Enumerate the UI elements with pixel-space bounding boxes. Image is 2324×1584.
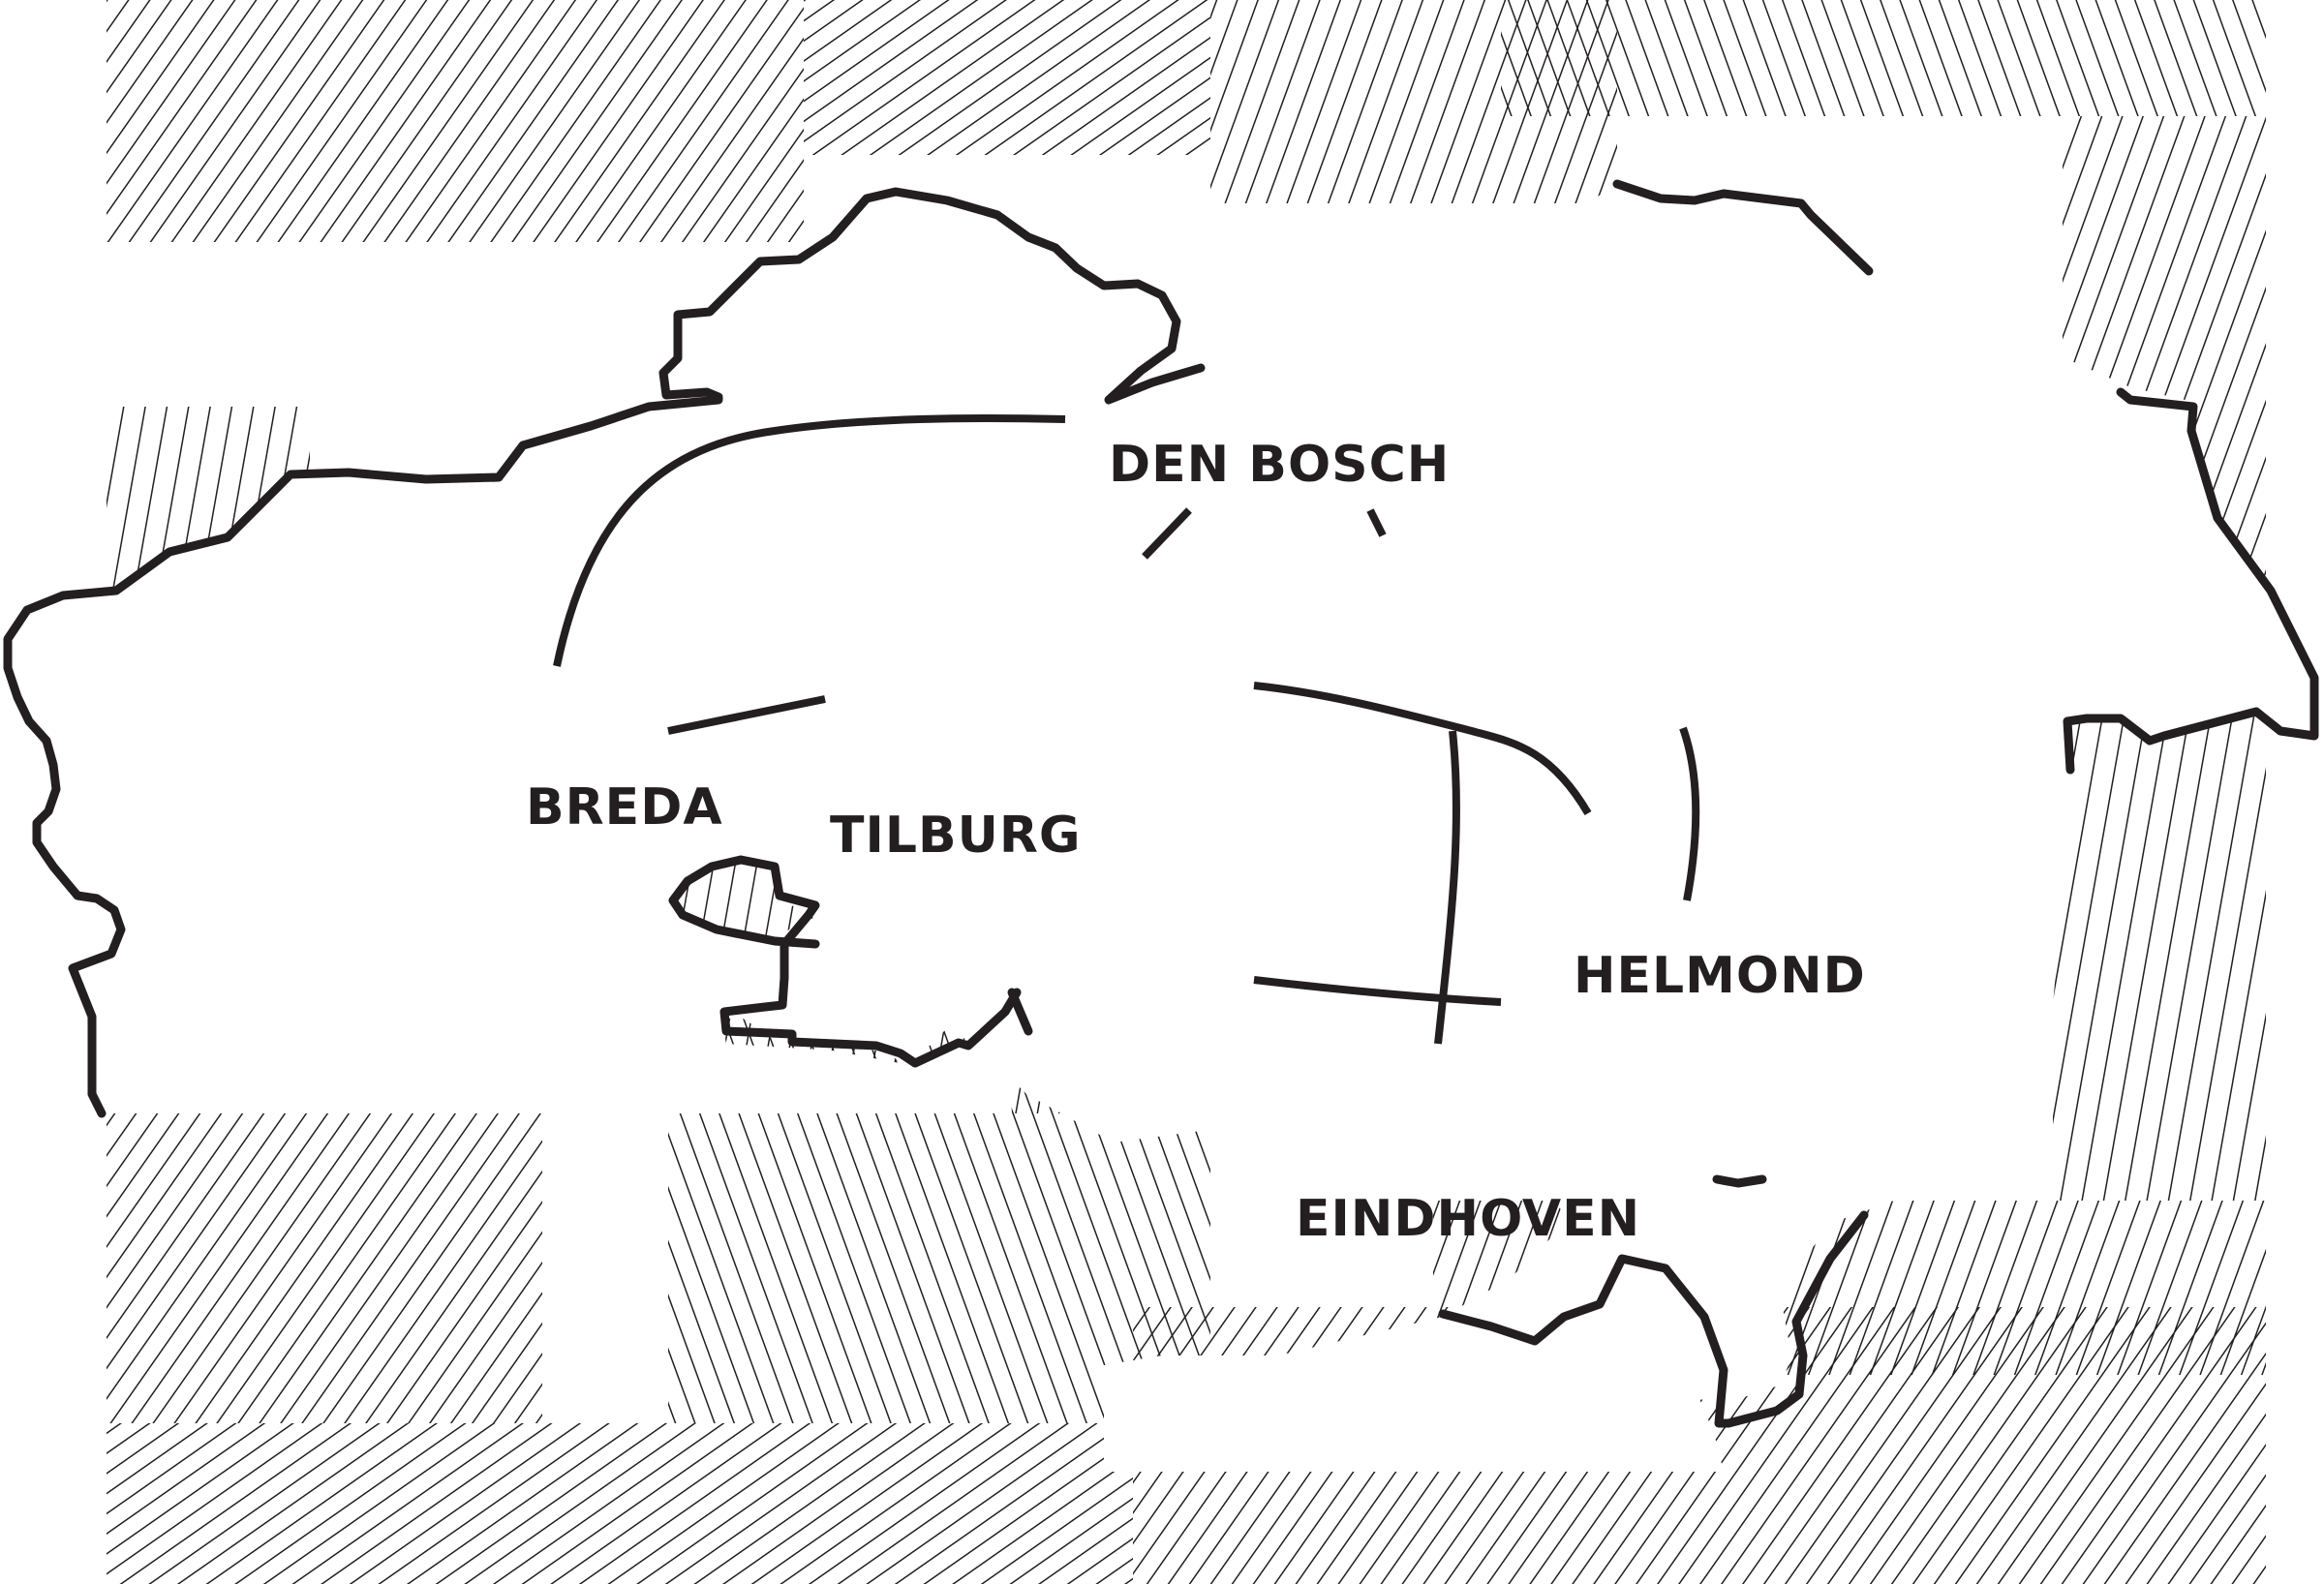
city-label-eindhoven: EINDHOVEN xyxy=(1296,1190,1640,1248)
boundary-west-north xyxy=(3,187,1206,1118)
city-label-breda: BREDA xyxy=(526,778,723,837)
road-breda-tilburg xyxy=(667,695,826,735)
boundary-enclave-tab xyxy=(1007,988,1033,1036)
road-helmond-north xyxy=(1679,726,1700,901)
city-label-den-bosch: DEN BOSCH xyxy=(1109,436,1450,494)
city-label-tilburg: TILBURG xyxy=(830,807,1082,865)
road-a2-north-south xyxy=(1434,730,1461,1045)
city-label-helmond: HELMOND xyxy=(1574,947,1866,1005)
hatch-region xyxy=(1501,0,2266,116)
boundary-south xyxy=(1438,1210,1869,1428)
road-tilburg-eindhoven-arc xyxy=(1253,682,1592,816)
hatch-region xyxy=(804,0,1210,155)
road-den-bosch-south xyxy=(1142,507,1192,560)
road-eindhoven-west xyxy=(1253,976,1502,1006)
boundary-east-lobe xyxy=(2063,387,2319,775)
city-labels: DEN BOSCH BREDA TILBURG HELMOND EINDHOVE… xyxy=(526,436,1866,1248)
province-fill xyxy=(8,184,2314,1472)
hatch-region xyxy=(107,0,804,242)
boundary-north-east xyxy=(1612,179,1874,276)
boundary-enclave xyxy=(668,855,1022,1068)
boundary-south-slot xyxy=(1712,1174,1767,1188)
hatch-region xyxy=(107,1423,1133,1584)
road-den-bosch-east xyxy=(1366,508,1387,537)
road-network xyxy=(553,413,1700,1045)
hatch-region xyxy=(107,1113,542,1423)
province-boundary xyxy=(3,179,2319,1428)
road-a16-a59-arc xyxy=(553,413,1066,667)
hatch-region xyxy=(2053,716,2266,1201)
